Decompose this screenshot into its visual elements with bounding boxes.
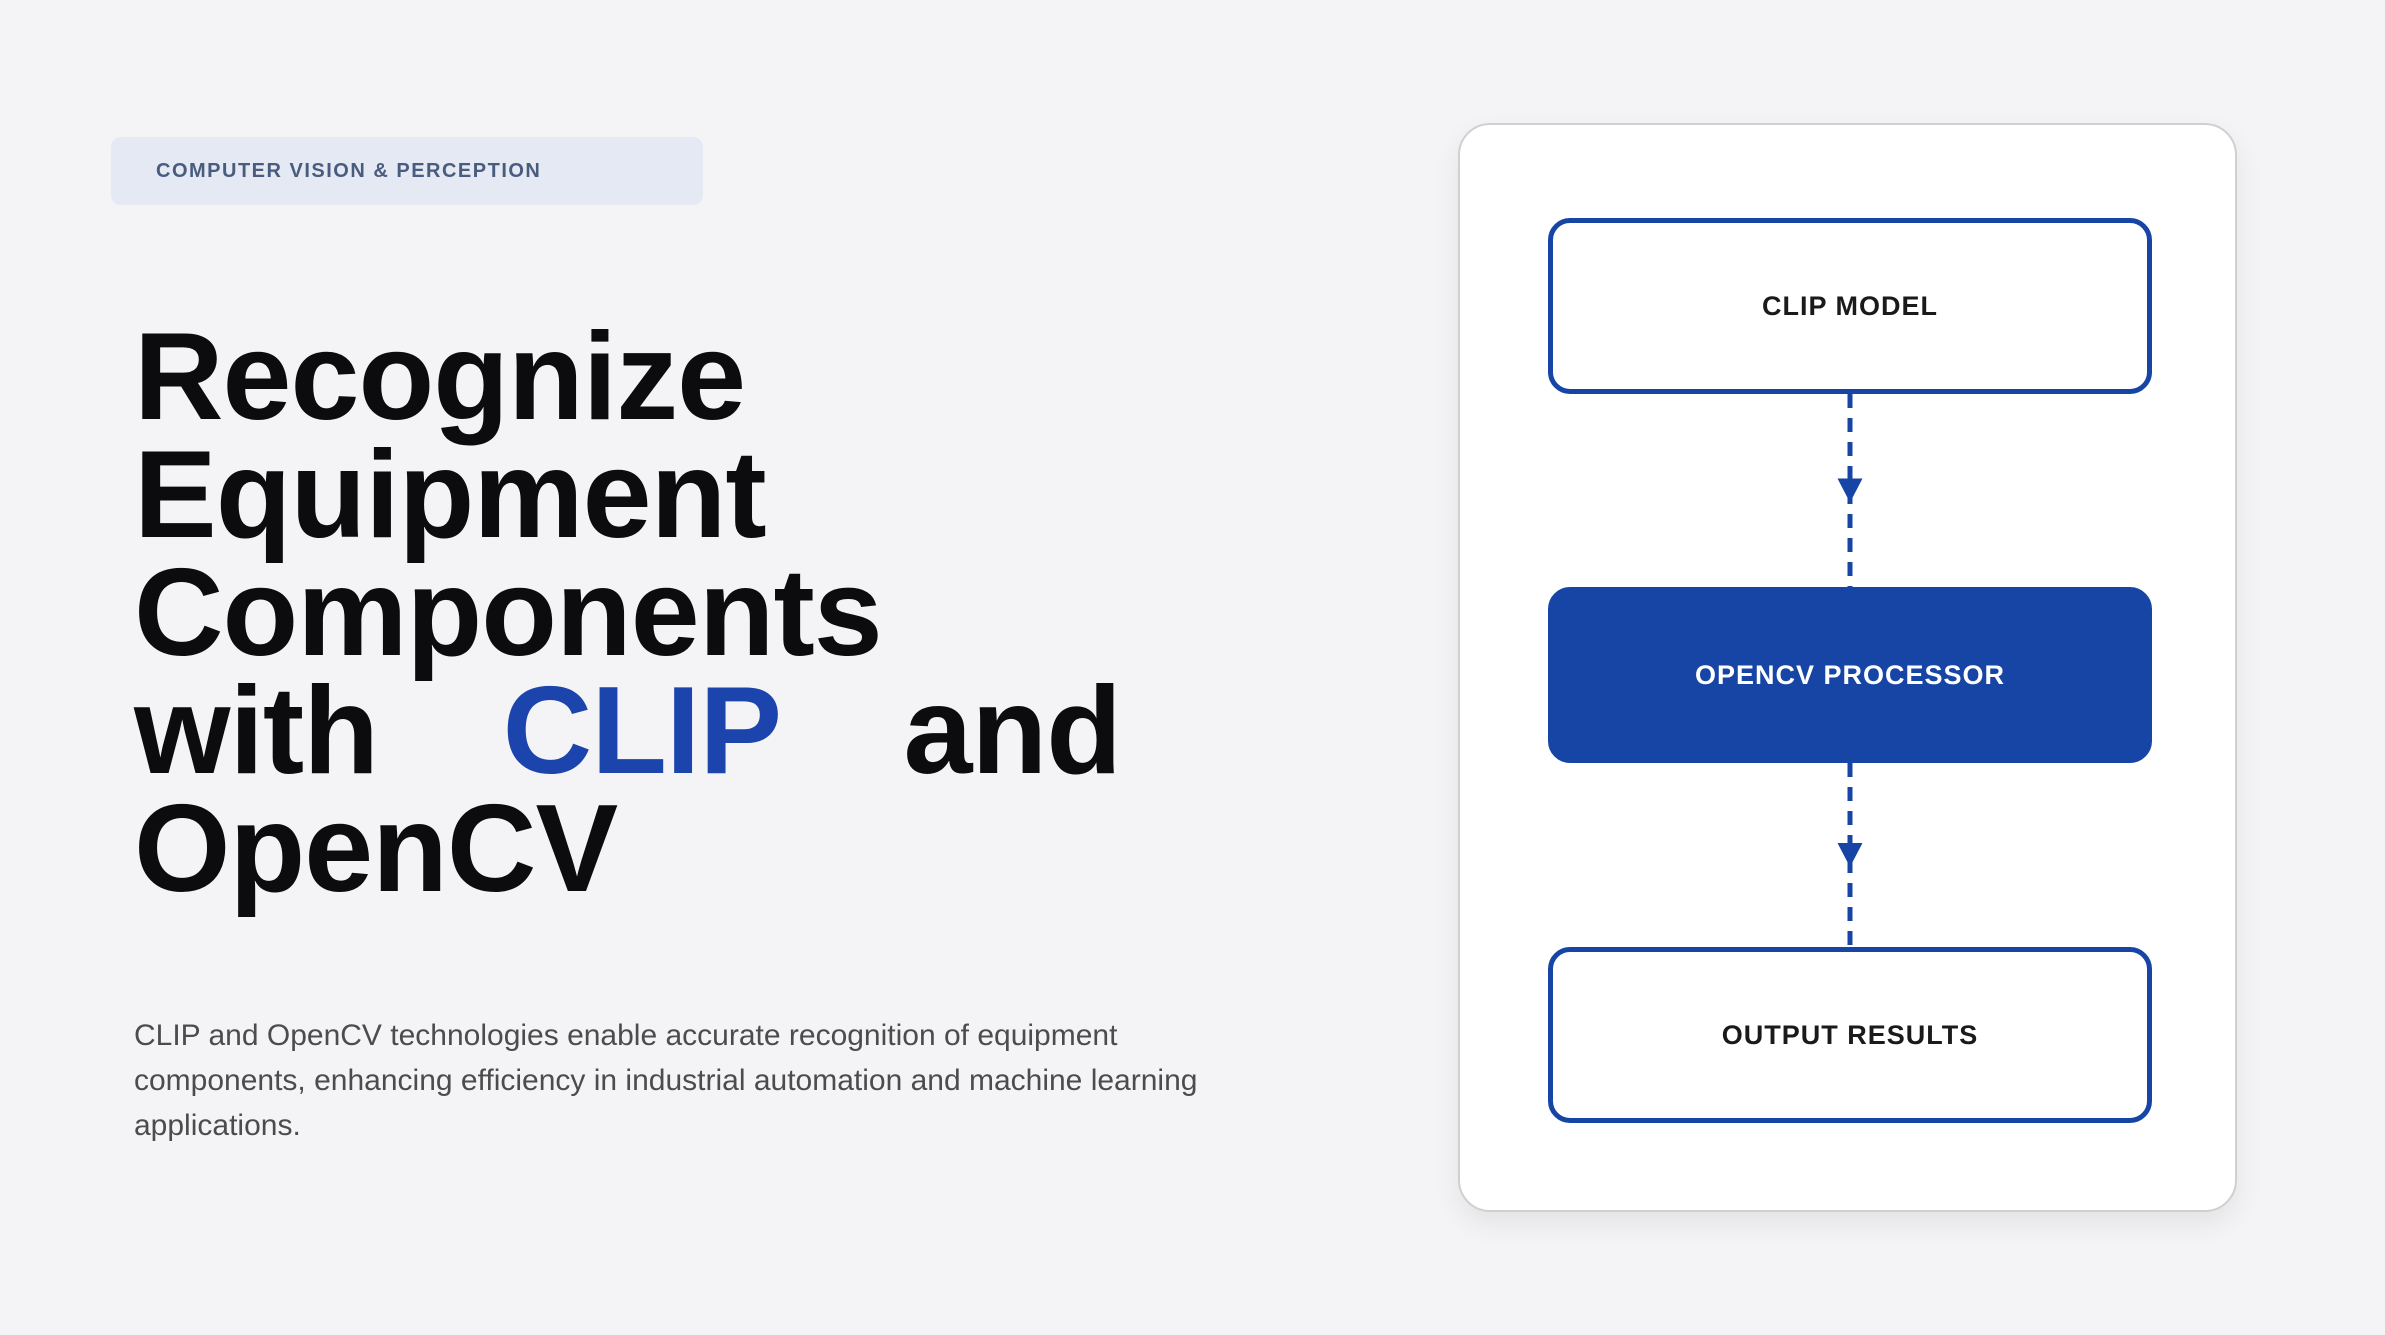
page-title-text-after: and OpenCV bbox=[134, 662, 1122, 918]
dashed-arrow-connector bbox=[1837, 763, 1863, 947]
page-title-text-before: Recognize Equipment Components with bbox=[134, 308, 883, 800]
diagram-node-output-results: OUTPUT RESULTS bbox=[1548, 947, 2152, 1123]
arrowhead-icon bbox=[1837, 478, 1863, 503]
dashed-arrow-connector bbox=[1837, 394, 1863, 587]
arrowhead-icon bbox=[1837, 843, 1863, 867]
diagram-node-label: CLIP MODEL bbox=[1761, 290, 1938, 321]
category-badge: COMPUTER VISION & PERCEPTION bbox=[111, 137, 703, 205]
page-title-highlight: CLIP bbox=[502, 662, 780, 800]
diagram-node-label: OUTPUT RESULTS bbox=[1721, 1019, 1979, 1050]
diagram-node-opencv-processor: OPENCV PROCESSOR bbox=[1548, 587, 2152, 763]
hero-description: CLIP and OpenCV technologies enable accu… bbox=[134, 1019, 1198, 1142]
arrow-down-icon bbox=[1837, 763, 1863, 947]
arrow-down-icon bbox=[1837, 394, 1863, 587]
diagram-node-label: OPENCV PROCESSOR bbox=[1694, 659, 2006, 690]
diagram-node-clip-model: CLIP MODEL bbox=[1548, 218, 2152, 394]
flow-diagram-card: CLIP MODEL OPENCV PROCESSOR OUTPUT RESUL… bbox=[1458, 123, 2237, 1212]
page-title: Recognize Equipment Components with CLIP… bbox=[134, 315, 1122, 911]
